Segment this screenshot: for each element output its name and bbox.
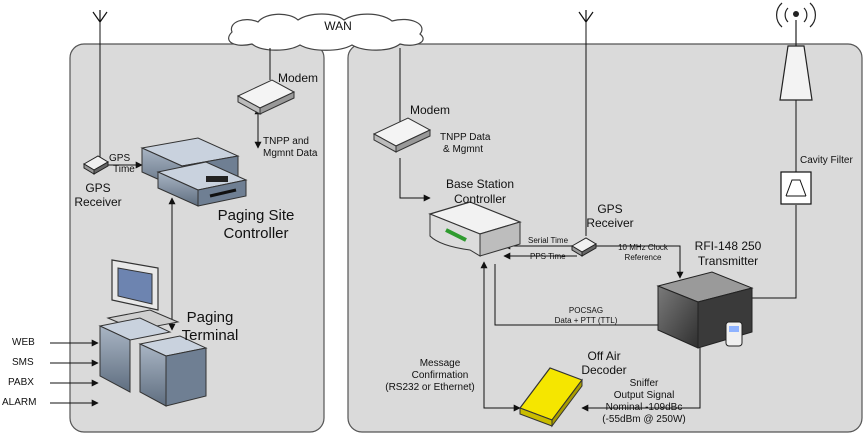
- sniffer-label-3: Nominal -109dBc: [605, 402, 683, 413]
- left-tnpp-label-1: TNPP and: [263, 136, 309, 147]
- wan-cloud: [228, 13, 424, 51]
- transmitter-label-2: Transmitter: [697, 254, 759, 268]
- left-tnpp-label-2: Mgmnt Data: [263, 148, 318, 159]
- left-gps-receiver-icon: [83, 155, 109, 175]
- message-confirmation-label-1: Message: [419, 358, 461, 369]
- paging-terminal-label-1: Paging: [186, 309, 234, 326]
- right-gps-receiver-label-1: GPS: [597, 202, 623, 216]
- base-station-controller-icon: [428, 201, 522, 257]
- sniffer-label-1: Sniffer: [629, 378, 659, 389]
- input-sms-label: SMS: [12, 357, 34, 368]
- message-confirmation-label-3: (RS232 or Ethernet): [385, 382, 475, 393]
- tx-to-filter-line: [752, 205, 797, 299]
- input-web-label: WEB: [12, 337, 35, 348]
- pps-time-label: PPS Time: [530, 252, 566, 261]
- right-tnpp-label-2: & Mgmnt: [443, 144, 484, 155]
- transmitter-icon: [656, 271, 754, 349]
- cavity-filter-icon: [780, 171, 812, 205]
- right-modem-icon: [372, 117, 432, 153]
- paging-site-controller-label-2: Controller: [223, 225, 289, 242]
- left-modem-label: Modem: [278, 71, 319, 85]
- message-confirmation-line: [480, 261, 521, 412]
- paging-terminal-icon: [98, 259, 208, 407]
- message-confirmation-label-2: Confirmation: [411, 370, 469, 381]
- wan-label: WAN: [324, 19, 352, 33]
- paging-site-controller-icon: [140, 137, 248, 207]
- paging-site-controller-label-1: Paging Site: [217, 207, 295, 224]
- right-gps-receiver-label-2: Receiver: [586, 216, 634, 230]
- left-gps-receiver-label-2: Receiver: [74, 195, 122, 209]
- off-air-decoder-label-1: Off Air: [587, 349, 621, 363]
- bsc-label-1: Base Station: [445, 177, 515, 191]
- left-modem-icon: [236, 79, 296, 115]
- input-alarm-label: ALARM: [2, 397, 37, 408]
- right-modem-to-bsc-line: [399, 158, 431, 202]
- clock-ref-label-2: Reference: [624, 253, 662, 262]
- input-pabx-label: PABX: [8, 377, 34, 388]
- cavity-filter-label: Cavity Filter: [800, 155, 853, 166]
- off-air-decoder-icon: [519, 367, 583, 428]
- transmit-antenna-icon: [776, 2, 816, 101]
- off-air-decoder-label-2: Decoder: [581, 363, 627, 377]
- sniffer-label-4: (-55dBm @ 250W): [602, 414, 686, 425]
- transmitter-label-1: RFI-148 250: [694, 239, 762, 253]
- clock-ref-label-1: 10 MHz Clock: [618, 243, 668, 252]
- paging-terminal-label-2: Terminal: [181, 327, 239, 344]
- right-gps-antenna-icon: [578, 10, 594, 23]
- pocsag-label-1: POCSAG: [568, 306, 604, 315]
- bsc-label-2: Controller: [453, 192, 507, 206]
- serial-time-label: Serial Time: [528, 236, 569, 245]
- connection-lines: [50, 22, 797, 412]
- left-gps-time-label-2: Time: [113, 164, 135, 175]
- left-gps-time-label-1: GPS: [109, 153, 131, 164]
- sniffer-label-2: Output Signal: [613, 390, 675, 401]
- right-gps-receiver-icon: [571, 237, 597, 257]
- pocsag-label-2: Data + PTT (TTL): [554, 316, 618, 325]
- right-modem-label: Modem: [410, 103, 451, 117]
- right-tnpp-label-1: TNPP Data: [440, 132, 491, 143]
- left-gps-antenna-icon: [92, 10, 108, 23]
- left-gps-receiver-label-1: GPS: [85, 181, 111, 195]
- clock-ref-line: [596, 245, 684, 279]
- sniffer-line: [581, 340, 701, 412]
